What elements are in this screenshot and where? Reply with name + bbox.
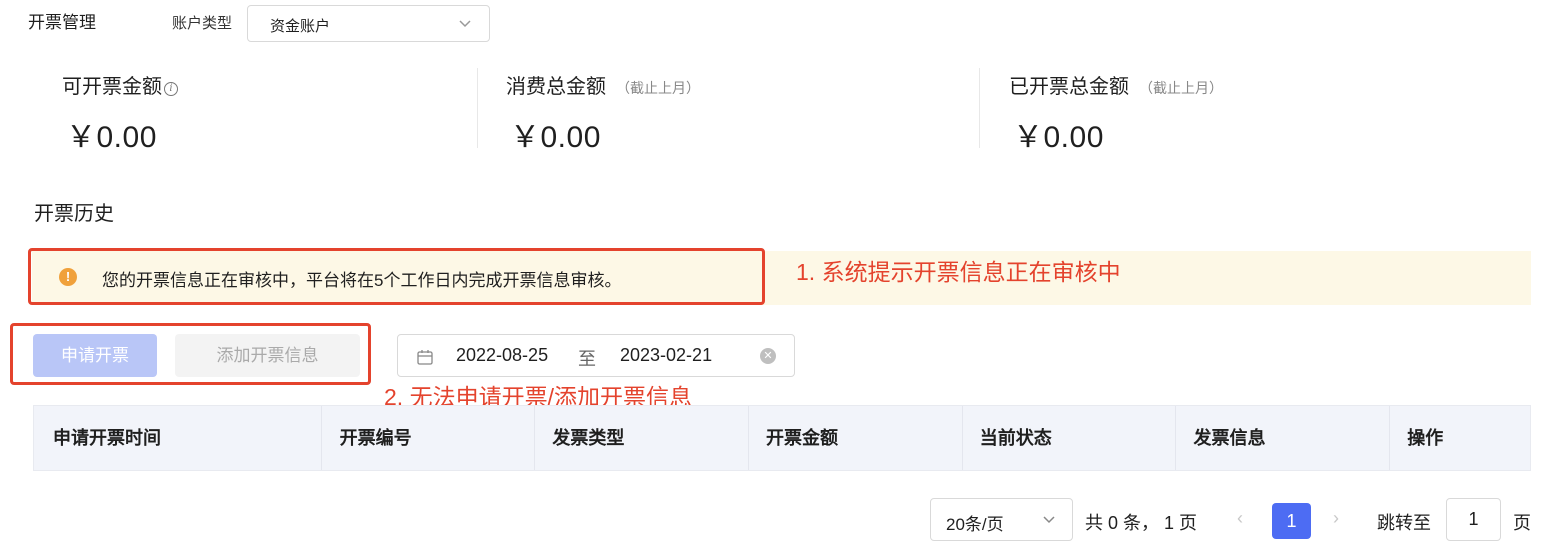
info-icon[interactable]: i — [164, 82, 178, 96]
account-type-select[interactable]: 资金账户 — [247, 5, 490, 42]
page-title: 开票管理 — [28, 13, 96, 32]
pagination-total: 共 0 条， 1 页 — [1085, 513, 1198, 533]
calendar-icon — [417, 350, 433, 365]
page-size-select[interactable]: 20条/页 — [930, 498, 1073, 541]
column-header: 开票编号 — [322, 406, 536, 470]
column-header: 发票类型 — [535, 406, 750, 470]
divider — [477, 68, 478, 148]
chevron-down-icon — [459, 20, 471, 28]
date-separator: 至 — [578, 349, 596, 369]
apply-invoice-button[interactable]: 申请开票 — [33, 334, 157, 377]
page-size-value: 20条/页 — [946, 515, 1004, 534]
stat-label: 已开票总金额 — [1009, 76, 1129, 98]
column-header: 当前状态 — [963, 406, 1177, 470]
annotation-box-buttons — [10, 323, 371, 385]
stat-value: ￥0.00 — [66, 121, 157, 154]
date-start[interactable]: 2022-08-25 — [456, 345, 549, 365]
jump-page-input[interactable] — [1446, 498, 1501, 541]
page-unit-label: 页 — [1513, 513, 1531, 533]
next-page-button[interactable]: › — [1333, 508, 1339, 528]
table-header: 申请开票时间 开票编号 发票类型 开票金额 当前状态 发票信息 操作 — [33, 405, 1531, 471]
annotation-note-1: 1. 系统提示开票信息正在审核中 — [796, 259, 1121, 285]
clear-icon[interactable]: ✕ — [760, 348, 776, 364]
divider — [979, 68, 980, 148]
section-title: 开票历史 — [34, 203, 114, 225]
stat-label: 可开票金额 — [62, 76, 162, 98]
chevron-down-icon — [1043, 516, 1055, 524]
account-type-value: 资金账户 — [270, 18, 331, 35]
add-invoice-info-button[interactable]: 添加开票信息 — [175, 334, 360, 377]
prev-page-button[interactable]: ‹ — [1237, 508, 1243, 528]
notice-banner — [32, 251, 1531, 305]
page-button-current[interactable]: 1 — [1272, 503, 1311, 539]
stat-sub: （截止上月） — [1139, 80, 1223, 96]
annotation-box-notice — [28, 248, 765, 305]
column-header: 开票金额 — [749, 406, 963, 470]
jump-label: 跳转至 — [1377, 513, 1431, 533]
column-header: 发票信息 — [1176, 406, 1391, 470]
stat-label: 消费总金额 — [506, 76, 606, 98]
stat-value: ￥0.00 — [1013, 121, 1104, 154]
date-range-picker[interactable]: 2022-08-25 至 2023-02-21 ✕ — [397, 334, 795, 377]
notice-text: 您的开票信息正在审核中，平台将在5个工作日内完成开票信息审核。 — [102, 271, 622, 290]
column-header: 申请开票时间 — [34, 406, 322, 470]
stat-consumption: 消费总金额 （截止上月） — [506, 70, 700, 99]
account-type-label: 账户类型 — [172, 15, 233, 32]
date-end[interactable]: 2023-02-21 — [620, 345, 713, 365]
stat-invoiced: 已开票总金额 （截止上月） — [1009, 70, 1223, 99]
stat-sub: （截止上月） — [616, 80, 700, 96]
column-header: 操作 — [1407, 428, 1444, 448]
warning-icon: ! — [59, 268, 77, 286]
stat-value: ￥0.00 — [510, 121, 601, 154]
